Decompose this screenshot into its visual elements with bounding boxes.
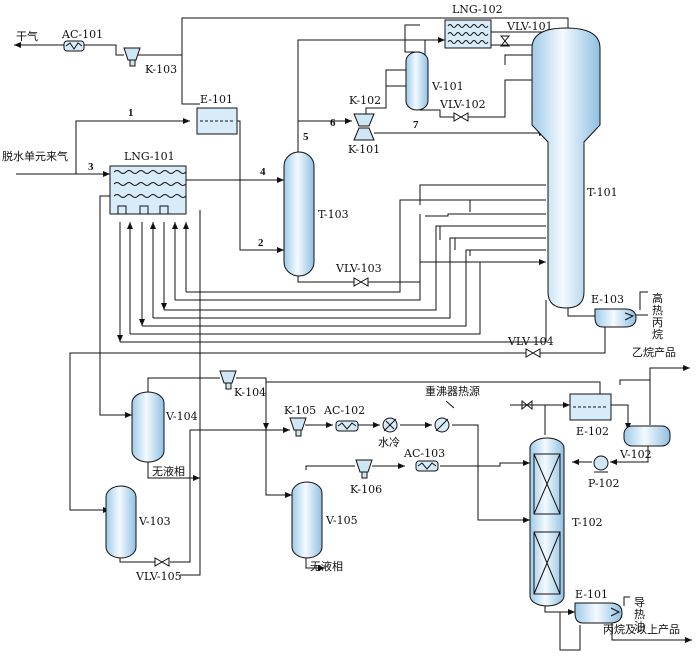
t101-column: T-101 (531, 27, 618, 309)
k101-compressor: K-101 (348, 127, 380, 156)
k103-label: K-103 (145, 63, 177, 76)
dry-gas-label: 干气 (16, 29, 38, 43)
t102-top-valve (521, 399, 533, 411)
t101-label: T-101 (587, 186, 618, 199)
high-heat-propane-1: 高 (652, 291, 663, 305)
k106-compressor: K-106 (350, 459, 382, 496)
stream-number-5: 5 (303, 131, 309, 143)
water-cooler: 水冷 (378, 417, 400, 449)
k105-label: K-105 (284, 404, 316, 417)
t102-label: T-102 (572, 516, 603, 529)
k101-label: K-101 (348, 143, 380, 156)
v101-label: V-101 (431, 80, 464, 93)
vlv103-label: VLV-103 (335, 262, 382, 275)
t103-column: T-103 (283, 151, 349, 277)
ac102-cooler: AC-102 (323, 404, 365, 432)
e101-bottom-reboiler: E-101 (574, 588, 623, 624)
e101-top-label: E-101 (200, 93, 233, 106)
p102-label: P-102 (588, 477, 620, 490)
vlv101-valve: VLV-101 (499, 20, 553, 47)
vlv102-valve: VLV-102 (439, 98, 486, 122)
ac101-cooler: AC-101 (61, 28, 103, 52)
v105-label: V-105 (325, 514, 358, 527)
e103-reboiler: E-103 (591, 293, 637, 328)
high-heat-propane-4: 烷 (652, 327, 663, 341)
e102-label: E-102 (576, 425, 609, 438)
water-cool-label: 水冷 (378, 436, 400, 449)
v103-label: V-103 (138, 515, 171, 528)
ethane-product-label: 乙烷产品 (632, 345, 676, 359)
vlv105-label: VLV-105 (135, 570, 182, 583)
stream-number-1: 1 (128, 107, 134, 119)
k102-label: K-102 (349, 94, 381, 107)
vlv105-valve: VLV-105 (135, 557, 182, 583)
lng102-label: LNG-102 (452, 3, 503, 16)
k105-compressor: K-105 (284, 404, 316, 437)
stream-number-2: 2 (258, 237, 264, 249)
lng101-exchanger: LNG-101 (109, 150, 187, 215)
lng101-label: LNG-101 (124, 150, 175, 163)
reboiler-heater: 重沸器热源 (425, 384, 480, 433)
vlv104-label: VLV-104 (507, 335, 554, 348)
high-heat-propane-3: 丙 (652, 316, 663, 329)
t103-top-label: T-103 (318, 208, 349, 221)
stream-number-7: 7 (413, 119, 419, 131)
stream-number-6: 6 (330, 117, 336, 129)
heat-oil-1: 导 (634, 596, 645, 609)
t102-column: T-102 (529, 437, 603, 607)
high-heat-propane-2: 热 (652, 304, 663, 317)
k103-compressor: K-103 (123, 47, 177, 76)
v105-vessel: V-105 (291, 481, 358, 559)
vlv101-label: VLV-101 (506, 20, 553, 33)
ac103-label: AC-103 (403, 447, 445, 460)
v102-label: V-102 (619, 448, 652, 461)
lng102-exchanger: LNG-102 (444, 3, 503, 49)
k106-label: K-106 (350, 483, 382, 496)
e103-label: E-103 (591, 293, 624, 306)
e101-top-exchanger: E-101 (196, 93, 238, 135)
ac103-cooler: AC-103 (403, 447, 445, 472)
v102-drum: V-102 (619, 425, 671, 461)
heat-oil-2: 热 (634, 608, 645, 621)
no-liquid-label-2: 无液相 (310, 559, 343, 573)
propane-plus-label: 丙烷及以上产品 (603, 622, 680, 636)
heat-oil-3: 油 (634, 619, 645, 633)
vlv104-valve: VLV-104 (507, 335, 554, 358)
ac101-label: AC-101 (61, 28, 103, 41)
ac102-label: AC-102 (323, 404, 365, 417)
no-liquid-label-1: 无液相 (152, 464, 185, 478)
v104-label: V-104 (165, 410, 198, 423)
k104-compressor: K-104 (219, 370, 266, 399)
k104-label: K-104 (234, 386, 266, 399)
stream-labels: 干气 脱水单元来气 乙烷产品 丙烷及以上产品 无液相 无液相 高 热 丙 烷 导… (2, 29, 680, 636)
e102-condenser: E-102 (569, 393, 612, 438)
p102-pump: P-102 (588, 455, 620, 490)
feed-gas-label: 脱水单元来气 (2, 149, 68, 163)
v104-vessel: V-104 (131, 391, 198, 463)
stream-numbers: 1 2 3 4 5 6 7 (88, 107, 419, 249)
v101-vessel: V-101 (405, 51, 464, 111)
stream-number-4: 4 (260, 166, 266, 178)
v103-vessel: V-103 (105, 485, 171, 559)
reboiler-heat-label: 重沸器热源 (425, 384, 480, 398)
stream-number-3: 3 (88, 161, 94, 173)
e101-bottom-label: E-101 (575, 588, 608, 601)
vlv102-label: VLV-102 (439, 98, 486, 111)
k102-compressor: K-102 (349, 94, 381, 127)
pipe-network (14, 17, 692, 651)
vlv103-valve: VLV-103 (335, 262, 382, 287)
